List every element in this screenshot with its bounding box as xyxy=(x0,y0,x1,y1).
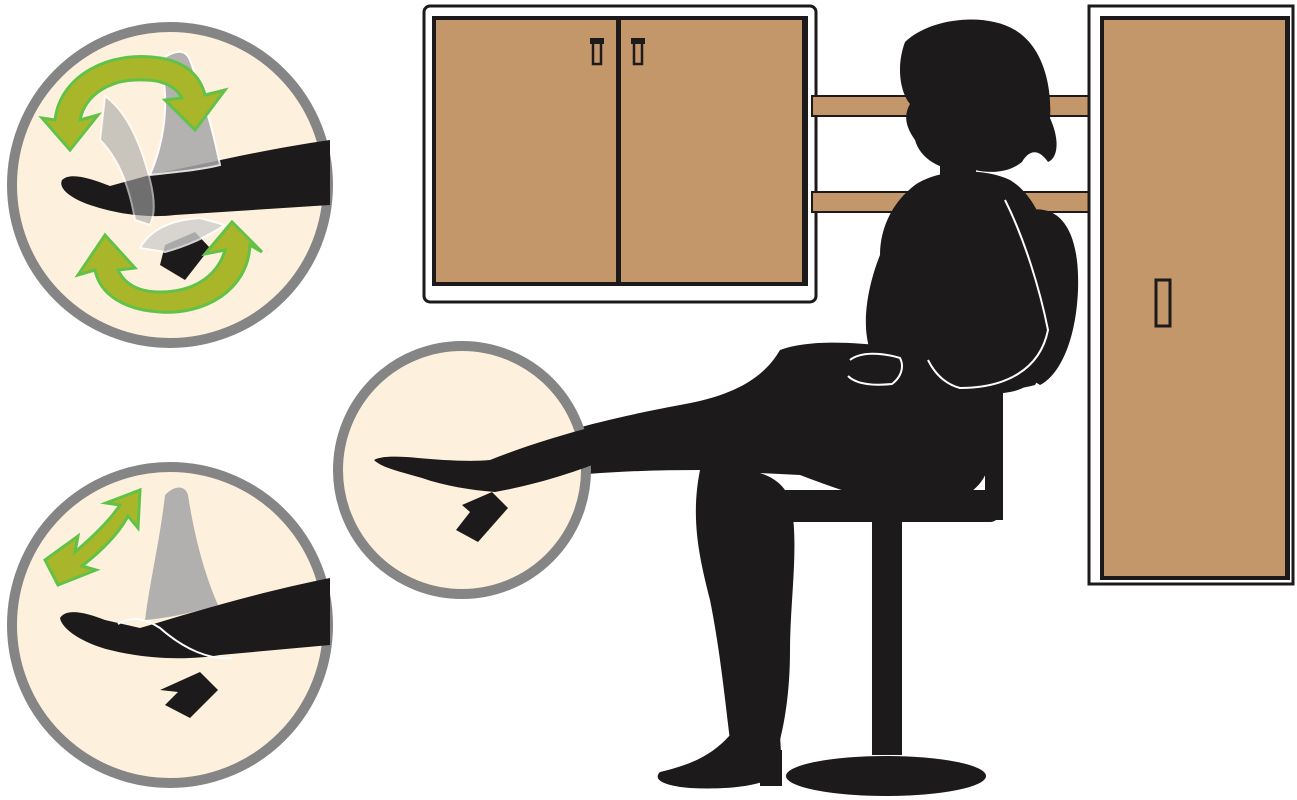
wall-cabinet-icon xyxy=(424,6,816,302)
tall-cabinet-icon xyxy=(1089,6,1293,584)
ankle-flex-icon xyxy=(12,467,330,783)
ankle-rotation-icon xyxy=(12,27,330,343)
